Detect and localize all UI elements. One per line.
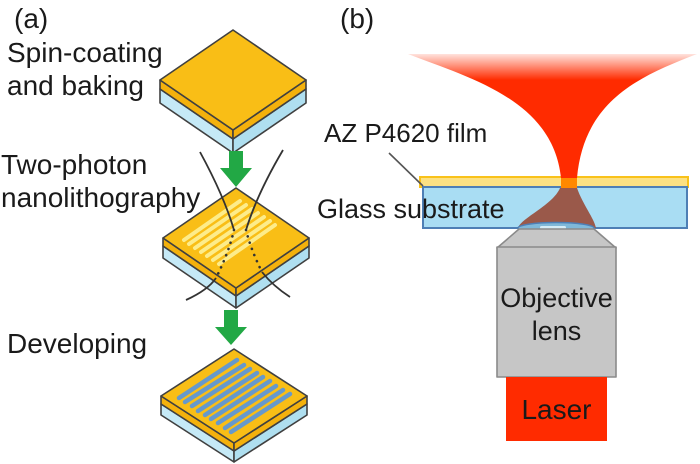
objective-lens-body <box>496 246 617 378</box>
laser-beam-cone <box>408 54 697 178</box>
step-label-two-photon: Two-photon nanolithography <box>1 149 201 213</box>
developed-lines <box>176 357 293 435</box>
panel-b-label: (b) <box>340 3 375 34</box>
objective-lens-nose <box>496 228 617 249</box>
slab-developed <box>160 348 308 463</box>
film-label-pointer-line <box>388 152 424 187</box>
step-label-spin-coating: Spin-coating and baking <box>7 37 163 101</box>
panel-a-label: (a) <box>14 3 49 34</box>
focused-beam-outline <box>185 149 291 301</box>
photoresist-film-layer <box>419 176 689 188</box>
process-arrow-down-1 <box>220 151 252 187</box>
writing-setup <box>388 54 697 441</box>
laser-label: Laser <box>521 393 592 425</box>
objective-lens-label: Objective lens <box>500 283 613 346</box>
process-arrow-down-2 <box>215 310 247 345</box>
laser-box <box>506 377 607 441</box>
slab-exposed <box>162 149 310 309</box>
film-label: AZ P4620 film <box>324 118 488 148</box>
film-top-face <box>159 29 307 131</box>
slab-spin-coated <box>159 29 307 154</box>
beam-waist-in-film <box>561 178 577 188</box>
beam-cone-in-glass <box>518 188 596 228</box>
glass-substrate-label: Glass substrate <box>317 194 505 224</box>
written-lines <box>182 199 277 266</box>
step-label-developing: Developing <box>7 328 148 359</box>
